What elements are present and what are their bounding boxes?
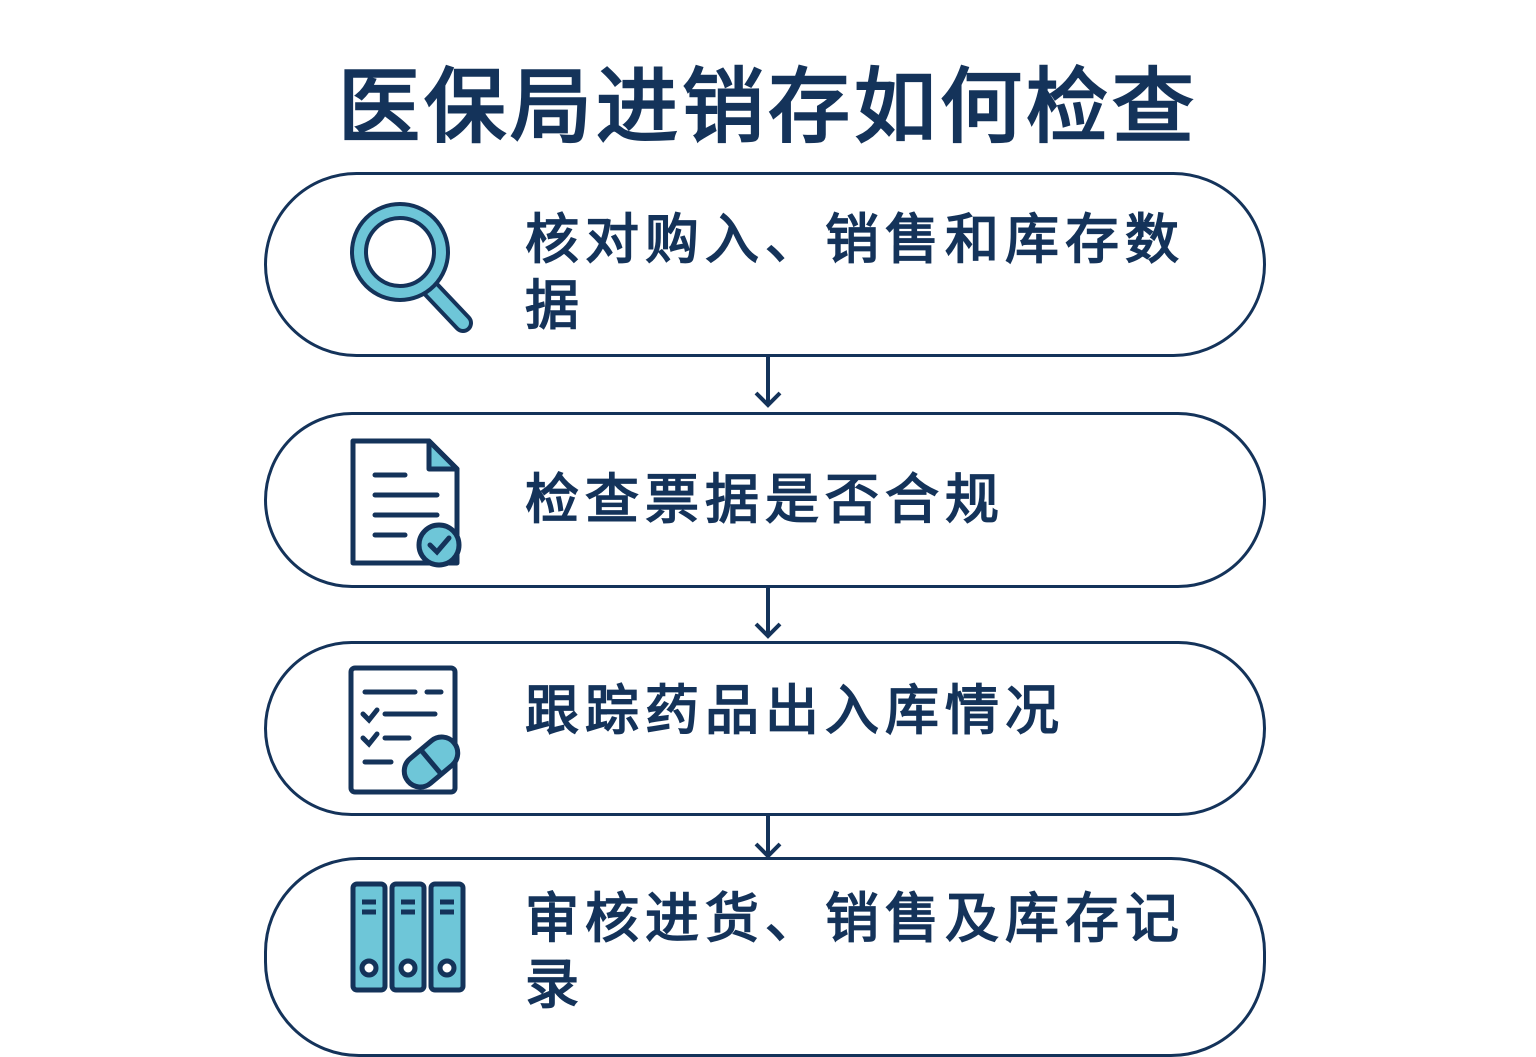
step-3: 跟踪药品出入库情况 xyxy=(264,641,1266,816)
checklist-pill-icon xyxy=(348,665,461,795)
arrow-down-icon xyxy=(754,588,782,639)
step-4: 审核进货、销售及库存记录 xyxy=(264,857,1266,1057)
step-text: 核对购入、销售和库存数据 xyxy=(525,208,1185,337)
document-check-icon xyxy=(350,438,462,568)
step-text: 审核进货、销售及库存记录 xyxy=(525,887,1185,1016)
step-text: 跟踪药品出入库情况 xyxy=(525,679,1065,742)
arrow-down-icon xyxy=(754,816,782,859)
step-1: 核对购入、销售和库存数据 xyxy=(264,172,1266,357)
magnifier-icon xyxy=(350,202,473,333)
page-title: 医保局进销存如何检查 xyxy=(337,60,1198,155)
step-text: 检查票据是否合规 xyxy=(525,468,1005,531)
arrow-down-icon xyxy=(754,357,782,408)
binders-icon xyxy=(350,881,466,993)
step-2: 检查票据是否合规 xyxy=(264,412,1266,588)
